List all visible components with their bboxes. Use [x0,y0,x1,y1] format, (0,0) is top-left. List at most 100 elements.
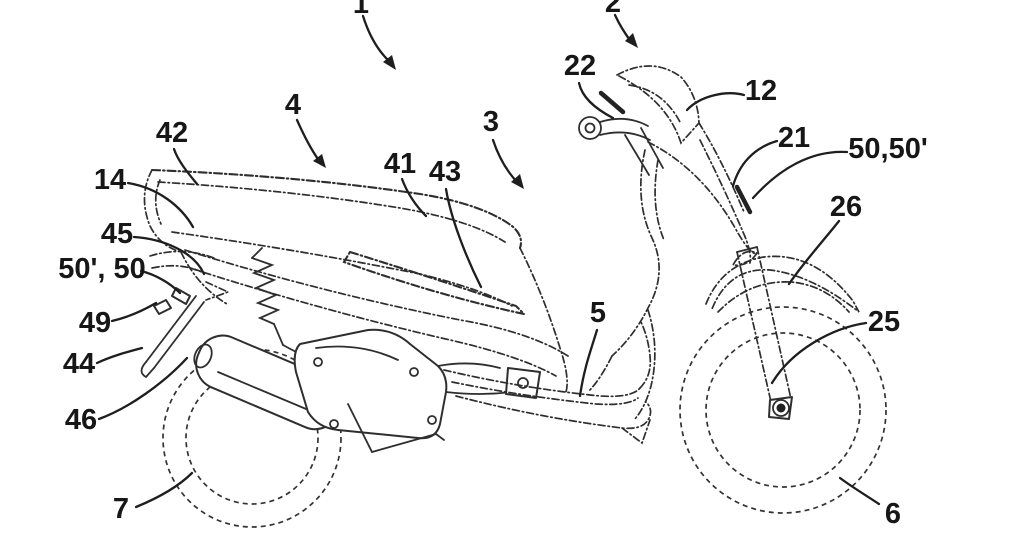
leader-4 [295,118,323,165]
leader-3 [491,138,521,186]
grip-end [578,116,602,140]
leader-25 [770,321,868,385]
front-axle-bolt [776,403,786,413]
seat-top-line [157,181,506,243]
center-stand [347,403,445,454]
front-lower-cowl [633,309,656,421]
floor-top-edge [443,369,641,398]
tail-outline [143,169,182,253]
engine-bolt-4 [427,415,437,425]
engine-mount-links [437,362,513,395]
label-14: 14 [94,164,126,196]
leader-5 [578,328,599,398]
engine-case [293,328,448,440]
front-wheel [679,306,887,514]
front-fork [736,246,793,420]
legshield-inner-line2 [654,159,665,241]
front-fender [705,255,860,313]
arrowhead-3 [511,174,524,189]
windshield-inner-line [628,84,682,125]
engine-bolt-3 [409,367,419,377]
bodywork [143,168,569,393]
label-3: 3 [483,106,499,138]
leader-6 [838,476,881,506]
leader-45 [132,235,206,276]
step-through-curve [587,355,613,393]
label-44: 44 [63,348,95,380]
leader-44 [95,346,144,365]
floor-top-edge2 [451,381,639,406]
grip-end-center [584,122,596,134]
label-50-left: 50', 50 [58,253,146,285]
label-22: 22 [564,50,596,82]
label-42: 42 [156,117,188,149]
label-46: 46 [65,404,97,436]
fork-crown [736,246,758,253]
label-41: 41 [384,148,416,180]
underbody-line [455,395,652,430]
handlebar-top [599,117,649,127]
fairing-front-edge [647,141,758,255]
fender-outer [705,255,860,313]
label-5: 5 [590,297,606,329]
fairing-front-line2 [698,122,745,213]
leader-42 [172,147,199,186]
leader-26 [787,219,841,286]
label-1: 1 [353,0,369,20]
leader-12 [685,92,746,112]
engine-bolt-1 [313,357,323,367]
windshield-outline [615,65,700,145]
mount-bolt [517,377,529,389]
fork-tube-front [736,251,772,403]
axle-ring [772,399,790,417]
tail-arrow-trim [205,281,231,301]
front-rim-outline [705,332,861,488]
fork-tube-rear [756,246,792,400]
leader-1 [361,14,392,64]
side-crease-upper [184,249,569,357]
shock-spring-coil [251,257,281,325]
legshield-rear-blade [699,139,752,264]
lever-clip [153,299,172,315]
leader-14 [126,181,195,229]
leader-22 [577,81,615,120]
scooter-drawing [140,65,887,528]
steering-column [624,127,664,176]
fairing-beak [731,250,759,267]
handlebar [578,90,664,176]
arrowhead-4 [313,154,326,168]
rear-fairing-bottom [180,251,228,305]
trim-strip-50 [734,184,753,215]
label-12: 12 [745,75,777,107]
label-50-right: 50,50' [848,133,927,165]
brake-lever [598,90,626,115]
fender-inner [717,281,850,313]
leader-49 [110,301,158,323]
side-cover-strip [342,250,528,316]
front-fairing [611,122,759,421]
label-6: 6 [885,498,901,530]
front-tire-outline [679,306,887,514]
mount-bracket [505,367,541,399]
leader-46 [97,356,189,421]
tail-inner-line [154,179,162,225]
arrowhead-1 [383,55,396,70]
leader-7 [134,471,194,509]
reference-labels: 1 2 3 4 5 6 7 12 14 21 22 25 26 41 42 43… [58,0,928,530]
body-top-line [150,168,523,250]
leader-43 [444,187,483,289]
cvt-cover-line [315,345,399,361]
seat-bottom-line [171,231,513,307]
label-21: 21 [778,122,810,154]
label-2: 2 [605,0,621,19]
label-45: 45 [101,218,133,250]
lever-bracket [171,287,191,305]
stand-lever-bar [145,295,205,369]
shock-top-mount [251,247,263,259]
label-4: 4 [285,89,301,121]
engine-bolt-2 [329,419,339,429]
label-49: 49 [79,307,111,339]
muffler-heat-shield [217,371,319,415]
